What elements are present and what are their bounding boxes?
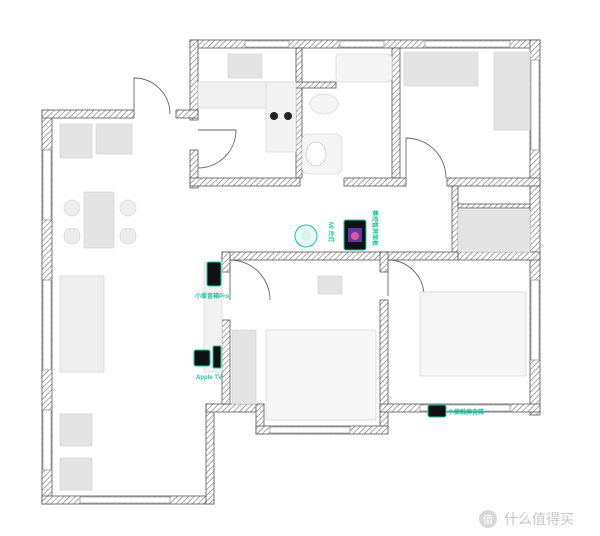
- device-speaker-pro: [206, 261, 222, 287]
- apple-tv-label: Apple TV: [196, 375, 222, 381]
- stove-burners: [270, 112, 292, 120]
- hub-panel-label: 集控智屏面板: [371, 209, 379, 247]
- dining-chairs: [63, 199, 137, 245]
- watermark-logo-glyph: 值: [483, 513, 493, 526]
- device-mi-light: [294, 224, 318, 248]
- windows: [42, 40, 540, 504]
- speaker-pro-label: 小爱音箱Pro: [194, 292, 229, 300]
- device-hub-panel: [343, 219, 367, 251]
- mi-light-label: MI 台灯: [327, 222, 335, 242]
- touch-speaker-label: 小爱触屏音箱: [447, 408, 484, 416]
- watermark: 值 什么值得买: [479, 510, 574, 528]
- furniture: [59, 51, 531, 491]
- device-touch-speaker: [427, 404, 447, 418]
- doors: [133, 77, 447, 301]
- watermark-text: 什么值得买: [504, 511, 574, 528]
- device-apple-tv: [193, 345, 222, 369]
- watermark-logo-icon: [479, 510, 497, 528]
